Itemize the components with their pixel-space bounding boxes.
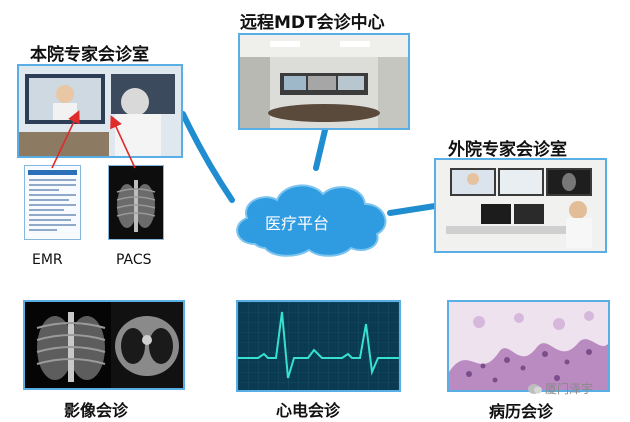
medical-platform-cloud [236, 184, 387, 257]
emr-thumbnail [24, 165, 81, 240]
mdt-center-title: 远程MDT会诊中心 [240, 13, 385, 33]
imaging-photo [23, 300, 185, 390]
external-room-title: 外院专家会诊室 [448, 140, 567, 160]
watermark-text: 厦门泽宇 [545, 382, 594, 396]
ecg-label: 心电会诊 [276, 401, 341, 420]
local-room-title: 本院专家会诊室 [30, 45, 149, 65]
pacs-arrow [110, 115, 136, 169]
pacs-thumbnail [108, 165, 164, 240]
local-room-photo [17, 64, 183, 158]
pathology-photo [447, 300, 610, 392]
watermark: 厦门泽宇 [528, 380, 593, 397]
emr-arrow [51, 110, 80, 169]
imaging-label: 影像会诊 [64, 401, 129, 420]
video-conference-scene [19, 66, 181, 156]
pacs-label: PACS [116, 252, 152, 268]
ecg-photo [236, 300, 401, 392]
ecg-waveform [238, 311, 399, 379]
external-room-photo [434, 158, 607, 253]
emr-label: EMR [32, 252, 63, 268]
platform-label: 医疗平台 [265, 214, 330, 233]
wechat-icon [528, 383, 542, 395]
mdt-center-photo [238, 33, 410, 130]
pathology-label: 病历会诊 [489, 402, 554, 421]
